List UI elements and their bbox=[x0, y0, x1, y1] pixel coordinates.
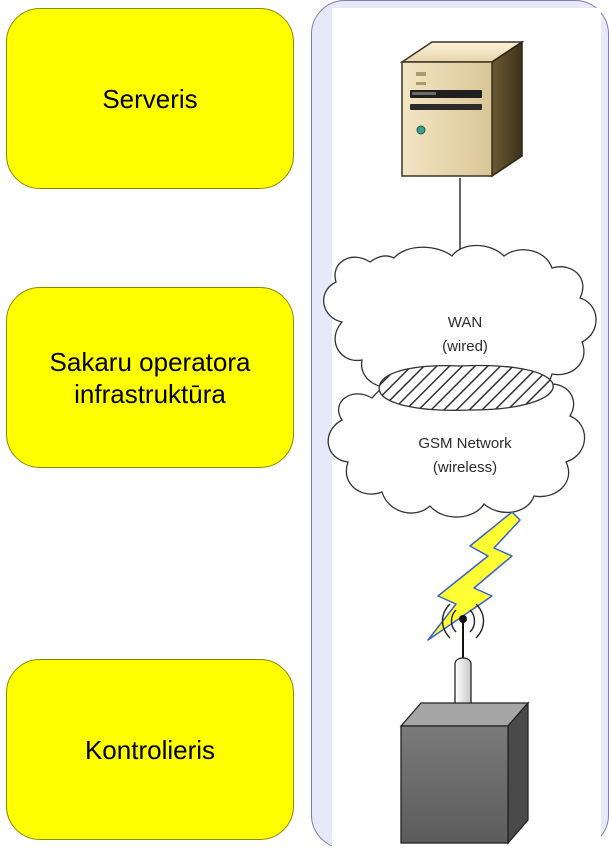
gsm-title: GSM Network bbox=[418, 435, 512, 452]
antenna-signal-icon bbox=[441, 603, 485, 639]
controller-label: Kontrolieris bbox=[84, 734, 216, 765]
operator-label-box: Sakaru operatora infrastruktūra bbox=[6, 287, 294, 468]
server-label: Serveris bbox=[102, 83, 198, 114]
operator-label: Sakaru operatora infrastruktūra bbox=[49, 346, 251, 409]
server-label-box: Serveris bbox=[6, 8, 294, 189]
controller-box-icon bbox=[399, 701, 530, 845]
network-overlap-band bbox=[378, 364, 554, 411]
controller-label-box: Kontrolieris bbox=[6, 659, 294, 840]
wan-cloud-icon bbox=[323, 244, 597, 399]
wan-title: WAN bbox=[448, 314, 482, 331]
gsm-subtitle: (wireless) bbox=[433, 459, 497, 476]
server-tower-icon bbox=[399, 40, 525, 178]
wan-subtitle: (wired) bbox=[442, 338, 488, 355]
